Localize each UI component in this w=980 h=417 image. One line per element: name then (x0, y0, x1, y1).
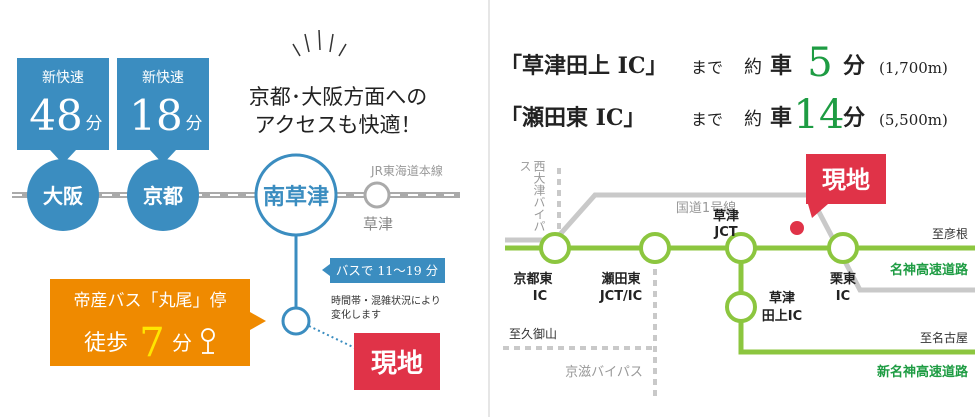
site-label-right: 現地 (822, 165, 870, 194)
pin-icon (201, 328, 215, 354)
row1-yaku: 約 (744, 57, 762, 78)
row1-unit: 分 (843, 53, 865, 79)
route1-label: 国道1号線 (676, 200, 736, 216)
badge-kyoto-label: 新快速 (142, 70, 184, 86)
site-box-left (354, 333, 440, 390)
station-osaka-label: 大阪 (43, 184, 84, 208)
badge-kyoto-unit: 分 (186, 114, 203, 134)
badge-osaka: 新快速 48 分 (17, 58, 109, 164)
bus-note-pointer (322, 264, 330, 276)
station-kusatsu-label: 草津 (363, 215, 393, 233)
setahigashi-label-2: JCT/IC (599, 289, 642, 304)
node-setahigashi (639, 232, 671, 264)
row2-unit: 分 (843, 105, 865, 131)
station-kusatsu (363, 181, 391, 209)
row1-car: 車 (770, 53, 792, 79)
row2-minutes: 14 (794, 92, 845, 138)
bus-sub-1: 時間帯・混雑状況により (331, 294, 441, 307)
walk-unit: 分 (172, 331, 192, 355)
walk-prefix: 徒歩 (84, 331, 128, 356)
site-box-right-pointer (808, 204, 828, 218)
node-kyotohigashi (539, 232, 571, 264)
kusatsutanakami-label-1: 草津 (769, 290, 795, 306)
to-hikone-label: 至彦根 (932, 226, 968, 241)
row1-minutes: 5 (807, 40, 832, 86)
kusatsu-jct-label-1: 草津 (713, 208, 739, 224)
shin-meishin-road (738, 248, 975, 355)
site-box-right (806, 154, 886, 204)
node-ritto (827, 232, 859, 264)
walk-box (50, 279, 250, 366)
walk-minutes: 7 (139, 320, 164, 366)
badge-kyoto-minutes: 18 (129, 91, 182, 140)
setahigashi-label-1: 瀬田東 (601, 271, 640, 287)
walk-line-1: 帝産バス「丸尾」停 (74, 291, 227, 311)
access-line-1: 京都･大阪方面への (249, 85, 428, 109)
station-osaka (27, 159, 99, 231)
site-label-left: 現地 (371, 349, 423, 379)
bus-note-box (330, 258, 445, 283)
badge-osaka-minutes: 48 (29, 91, 82, 140)
ritto-label-2: IC (836, 289, 850, 304)
kusatsutanakami-label-2: 田上IC (762, 309, 802, 324)
ritto-label-1: 栗東 (830, 271, 856, 287)
station-kyoto-label: 京都 (143, 184, 183, 208)
bus-sub-2: 変化します (331, 308, 381, 321)
badge-osaka-unit: 分 (86, 114, 103, 134)
line-name: JR東海道本線 (370, 163, 443, 178)
row2-car: 車 (770, 105, 792, 131)
row2-made: まで (691, 110, 723, 129)
row-tanakami: 「草津田上 IC」 まで 約 車 5 分 (1,700m) (500, 40, 948, 86)
bus-note-text: バスで 11～19 分 (336, 263, 438, 278)
station-minamikusatsu-label: 南草津 (263, 184, 329, 210)
badge-kyoto: 新快速 18 分 (117, 58, 209, 164)
row2-distance: (5,500m) (879, 111, 948, 129)
row-setahigashi: 「瀬田東 IC」 まで 約 車 14 分 (5,500m) (500, 92, 948, 138)
keiji-label: 京滋バイパス (565, 365, 643, 380)
kyotohigashi-label-2: IC (533, 289, 547, 304)
node-kusatsutanakami (725, 291, 757, 323)
shin-meishin-label: 新名神高速道路 (877, 364, 969, 380)
to-nagoya-label: 至名古屋 (920, 330, 968, 345)
access-line-2: アクセスも快適！ (255, 113, 422, 137)
walk-box-pointer (250, 312, 266, 330)
row1-made: まで (691, 58, 723, 77)
badge-osaka-label: 新快速 (42, 70, 84, 86)
to-kuseyama-label: 至久御山 (509, 326, 557, 341)
station-kyoto (127, 159, 199, 231)
site-dot (790, 221, 804, 235)
meishin-label: 名神高速道路 (890, 262, 969, 278)
kusatsu-jct-label-2: JCT (713, 225, 737, 240)
bus-stop-marker (281, 306, 311, 336)
row1-distance: (1,700m) (879, 59, 948, 77)
walk-dotted-line (308, 325, 356, 349)
burst-icon (292, 29, 347, 57)
kyotohigashi-label-1: 京都東 (513, 271, 552, 287)
row1-place: 「草津田上 IC」 (500, 53, 667, 79)
node-kusatsu-jct (725, 232, 757, 264)
row2-yaku: 約 (744, 109, 762, 130)
bypass-west-label: 西大津バイパス (518, 160, 546, 232)
row2-place: 「瀬田東 IC」 (500, 105, 645, 131)
